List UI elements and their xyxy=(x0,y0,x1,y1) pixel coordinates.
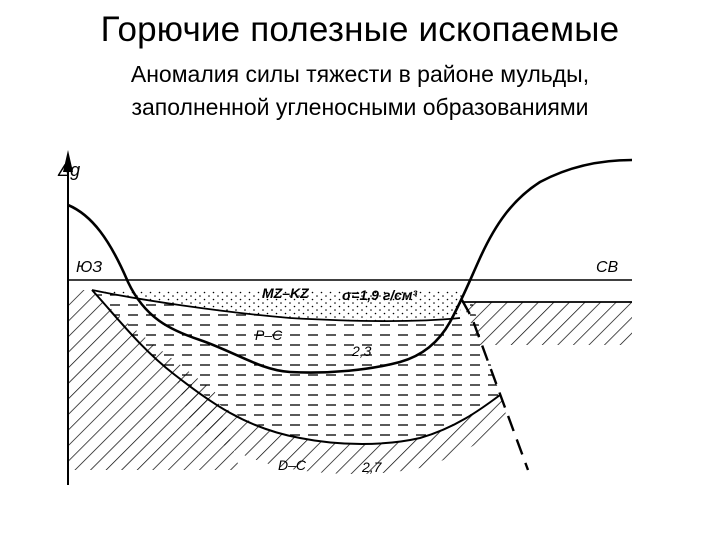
density-label-middle: 2,3 xyxy=(351,343,372,359)
northeast-label: СВ xyxy=(596,259,619,276)
page-subtitle: Аномалия силы тяжести в районе мульды, з… xyxy=(0,58,720,124)
density-label-bottom: 2,7 xyxy=(361,459,383,475)
density-label-top: σ=1,9 г/см³ xyxy=(342,287,417,303)
basement-layer-dc-bottom xyxy=(175,375,508,474)
subtitle-line-2: заполненной угленосными образованиями xyxy=(131,94,589,120)
delta-g-axis-label: Δg xyxy=(57,160,80,180)
fault-line xyxy=(460,299,530,471)
subtitle-line-1: Аномалия силы тяжести в районе мульды, xyxy=(130,61,590,87)
basement-layer-right xyxy=(462,302,632,345)
southwest-label: ЮЗ xyxy=(76,259,102,276)
mzkz-boundary xyxy=(91,289,461,322)
page-title: Горючие полезные ископаемые xyxy=(100,10,620,49)
coal-bearing-layer-pc xyxy=(92,290,500,444)
sediment-layer-mzkz xyxy=(92,290,462,321)
axis-arrow-icon xyxy=(63,150,73,172)
layer-label-dc: D–C xyxy=(278,457,307,473)
layer-label-pc: P–C xyxy=(255,327,283,343)
layer-label-mzkz: MZ–KZ xyxy=(262,285,309,301)
basin-floor-boundary xyxy=(91,289,501,445)
gravity-anomaly-curve xyxy=(67,158,633,374)
